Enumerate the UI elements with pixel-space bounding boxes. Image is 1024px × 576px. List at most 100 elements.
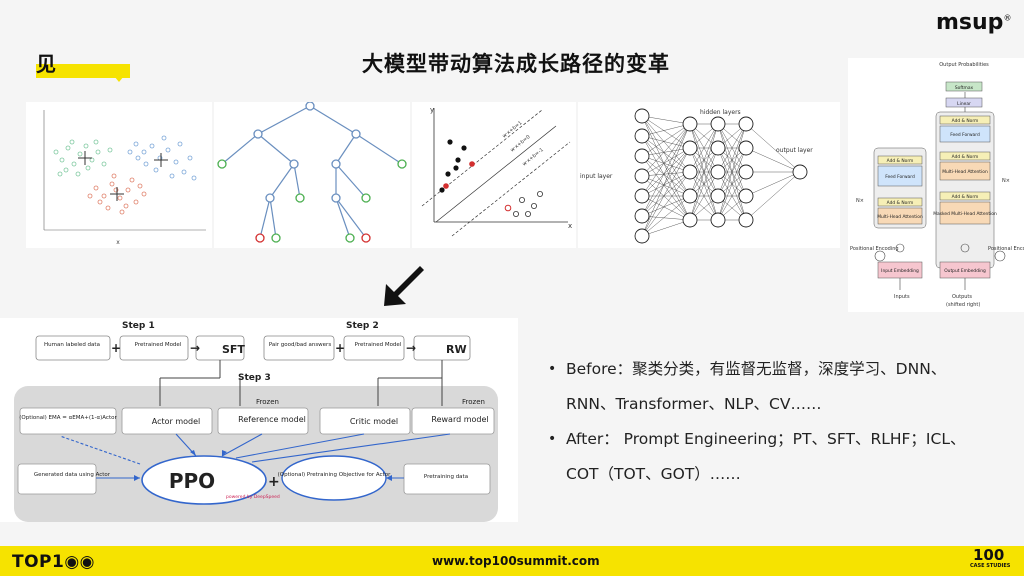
svg-text:+: +: [268, 474, 280, 490]
svg-text:Softmax: Softmax: [955, 85, 974, 91]
svg-text:Multi-Head Attention: Multi-Head Attention: [942, 169, 988, 175]
nn-node: [634, 108, 650, 124]
nn-edge: [641, 155, 691, 197]
svg-text:(Optional) EMA = αEMA+(1-α)Act: (Optional) EMA = αEMA+(1-α)Actor: [19, 415, 117, 421]
nn-edge: [641, 215, 691, 221]
svg-text:Reward model: Reward model: [431, 415, 488, 424]
top100-logo: TOP1◉◉: [12, 552, 96, 572]
svg-text:input layer: input layer: [580, 173, 613, 180]
nn-edge: [717, 123, 747, 221]
svg-text:Pretrained Model: Pretrained Model: [135, 342, 182, 348]
bullet-dot-icon: •: [548, 361, 557, 377]
nn-edge: [717, 171, 747, 221]
bullet-before-line2: RNN、Transformer、NLP、CV……: [566, 395, 822, 413]
nn-edge: [717, 123, 747, 173]
svg-text:w·x+b=0: w·x+b=0: [509, 134, 531, 153]
nn-node: [634, 128, 650, 144]
svg-text:Pretrained Model: Pretrained Model: [355, 342, 402, 348]
nn-edge: [745, 123, 801, 173]
svg-text:x: x: [568, 222, 572, 230]
case-studies-badge-text: CASE STUDIES: [970, 563, 1011, 569]
nn-node: [682, 188, 698, 204]
svg-text:Linear: Linear: [957, 101, 971, 107]
svg-text:+: +: [335, 341, 345, 355]
clustering-scatter-image: x: [26, 102, 212, 248]
nn-edge: [641, 147, 691, 237]
nn-node: [682, 164, 698, 180]
svg-text:Add & Norm: Add & Norm: [952, 118, 979, 124]
footer-url[interactable]: www.top100summit.com: [432, 554, 600, 568]
nn-edge: [641, 135, 691, 173]
nn-edge: [689, 123, 719, 173]
nn-edge: [641, 155, 691, 173]
svg-text:Masked Multi-Head Attention: Masked Multi-Head Attention: [933, 211, 997, 217]
nn-edge: [641, 115, 691, 125]
nn-edge: [641, 219, 691, 237]
nn-edge: [745, 147, 801, 173]
nn-edge: [641, 147, 691, 217]
svg-text:Add & Norm: Add & Norm: [887, 200, 914, 206]
nn-edge: [641, 135, 691, 149]
nn-edge: [641, 147, 691, 197]
svg-text:Step 2: Step 2: [346, 321, 379, 331]
svg-text:Feed Forward: Feed Forward: [950, 132, 980, 138]
svg-text:Add & Norm: Add & Norm: [952, 194, 979, 200]
section-label: 见: [36, 52, 56, 76]
svg-text:+: +: [111, 341, 121, 355]
nn-edge: [641, 123, 691, 197]
svg-text:Positional Encoding: Positional Encoding: [850, 246, 899, 252]
nn-edge: [641, 195, 691, 221]
svg-text:Frozen: Frozen: [256, 398, 279, 406]
decision-tree-image: [214, 102, 410, 248]
svg-text:→: →: [190, 341, 200, 355]
nn-node: [634, 208, 650, 224]
nn-node: [710, 188, 726, 204]
brand-logo: msup®: [936, 10, 1012, 35]
nn-edge: [689, 147, 719, 221]
svg-text:(Optional) Pretraining Objecti: (Optional) Pretraining Objective for Act…: [278, 472, 391, 478]
nn-node: [738, 188, 754, 204]
svg-text:Reference model: Reference model: [238, 415, 306, 424]
svg-text:Human labeled data: Human labeled data: [44, 342, 100, 348]
svg-text:output layer: output layer: [776, 147, 813, 154]
nn-node: [634, 188, 650, 204]
nn-edge: [641, 175, 691, 221]
nn-edge: [717, 147, 747, 221]
svg-text:Inputs: Inputs: [894, 294, 910, 300]
nn-node: [682, 140, 698, 156]
svg-text:Add & Norm: Add & Norm: [952, 154, 979, 160]
section-highlight-bar: [36, 64, 130, 78]
bullet-before-line1: Before：聚类分类，有监督无监督，深度学习、DNN、: [566, 360, 947, 378]
nn-edge: [641, 171, 691, 177]
svg-text:Critic model: Critic model: [350, 417, 398, 426]
nn-node: [738, 164, 754, 180]
nn-edge: [641, 123, 691, 177]
nn-edge: [641, 135, 691, 197]
nn-node: [792, 164, 808, 180]
svm-margin-image: y x w·x+b=1 w·x+b=0 w·x+b=-1: [412, 102, 576, 248]
nn-node: [710, 116, 726, 132]
nn-node: [634, 148, 650, 164]
nn-node: [738, 212, 754, 228]
case-studies-badge-number: 100: [973, 546, 1005, 564]
svg-text:Outputs: Outputs: [952, 294, 972, 300]
transformer-architecture-image: Output Probabilities Softmax Linear Add …: [848, 58, 1024, 312]
nn-edge: [689, 123, 719, 221]
nn-edge: [717, 123, 747, 197]
svg-text:x: x: [116, 239, 120, 246]
nn-edge: [641, 123, 691, 217]
svg-text:Add & Norm: Add & Norm: [887, 158, 914, 164]
nn-node: [682, 116, 698, 132]
nn-node: [710, 140, 726, 156]
svg-text:N×: N×: [856, 198, 864, 204]
nn-node: [634, 168, 650, 184]
svg-text:RW: RW: [446, 343, 467, 356]
nn-edge: [641, 175, 691, 197]
nn-edge: [641, 147, 691, 157]
eyes-icon: ◉◉: [64, 552, 96, 572]
svg-text:Generated data using Actor: Generated data using Actor: [34, 472, 111, 478]
svg-text:Feed Forward: Feed Forward: [885, 174, 915, 180]
svg-text:Multi-Head Attention: Multi-Head Attention: [877, 214, 923, 220]
svg-text:Pretraining data: Pretraining data: [424, 474, 468, 480]
svg-text:powered by DeepSpeed: powered by DeepSpeed: [226, 494, 280, 500]
